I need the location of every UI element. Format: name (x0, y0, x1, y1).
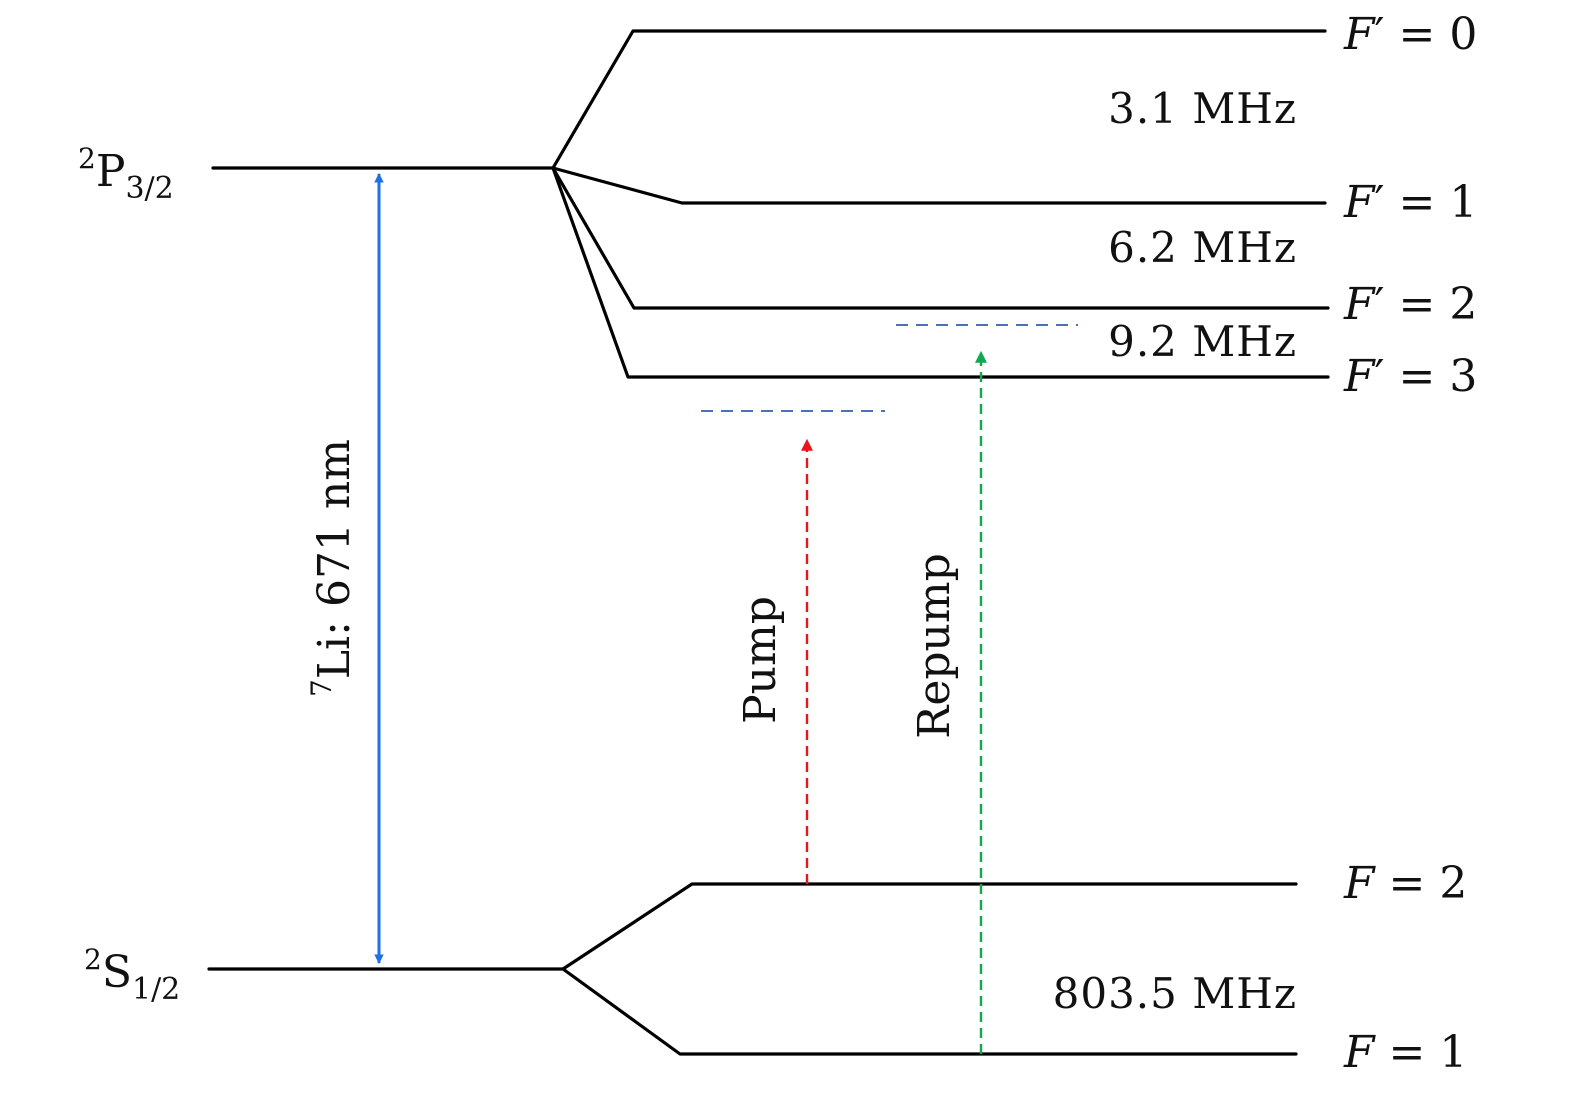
f-2-var: F (1343, 858, 1376, 909)
f-prime-0-label: F′ = 0 (1343, 9, 1477, 60)
excited-f3-line (551, 166, 1330, 379)
pump-label: Pump (735, 596, 786, 724)
f-prime-3-prime: ′ (1375, 351, 1385, 402)
transition-label: 7Li: 671 nm (305, 439, 360, 697)
excited-f0-line (551, 29, 1327, 170)
p32-label: 2P3/2 (78, 142, 174, 206)
excited-f2-line (551, 166, 1330, 310)
p32-subscript: 3/2 (125, 171, 173, 206)
splitting-label-1-2: 6.2 MHz (1108, 223, 1297, 272)
f-prime-3-value: = 3 (1385, 351, 1478, 402)
f-prime-2-var: F (1343, 279, 1376, 330)
splitting-label-2-3: 9.2 MHz (1108, 317, 1297, 366)
f-prime-1-prime: ′ (1375, 177, 1385, 228)
f-2-label: F = 2 (1343, 858, 1467, 909)
f-prime-0-value: = 0 (1385, 9, 1478, 60)
p32-superscript: 2 (78, 142, 96, 175)
s12-subscript: 1/2 (132, 972, 180, 1007)
f-prime-0-prime: ′ (1375, 9, 1385, 60)
ground-f1-line (561, 967, 1298, 1056)
s12-superscript: 2 (84, 943, 102, 976)
f-prime-3-var: F (1343, 351, 1376, 402)
f-prime-1-value: = 1 (1385, 177, 1478, 228)
f-prime-3-label: F′ = 3 (1343, 351, 1477, 402)
s12-symbol: S (102, 947, 132, 998)
f-prime-2-value: = 2 (1385, 279, 1478, 330)
f-prime-1-label: F′ = 1 (1343, 177, 1477, 228)
f-prime-2-prime: ′ (1375, 279, 1385, 330)
f-1-var: F (1343, 1027, 1376, 1078)
excited-f1-line (551, 166, 1327, 205)
f-1-value: = 1 (1375, 1027, 1468, 1078)
f-prime-2-label: F′ = 2 (1343, 279, 1477, 330)
p32-symbol: P (96, 146, 126, 197)
f-2-value: = 2 (1375, 858, 1468, 909)
transition-superscript: 7 (305, 679, 338, 697)
splitting-label-ground: 803.5 MHz (1053, 969, 1297, 1018)
f-prime-0-var: F (1343, 9, 1376, 60)
repump-label: Repump (909, 553, 960, 739)
s12-label: 2S1/2 (84, 943, 180, 1007)
transition-text: Li: 671 nm (309, 439, 360, 679)
splitting-label-0-1: 3.1 MHz (1108, 84, 1297, 133)
ground-f2-line (561, 882, 1298, 971)
f-1-label: F = 1 (1343, 1027, 1467, 1078)
f-prime-1-var: F (1343, 177, 1376, 228)
